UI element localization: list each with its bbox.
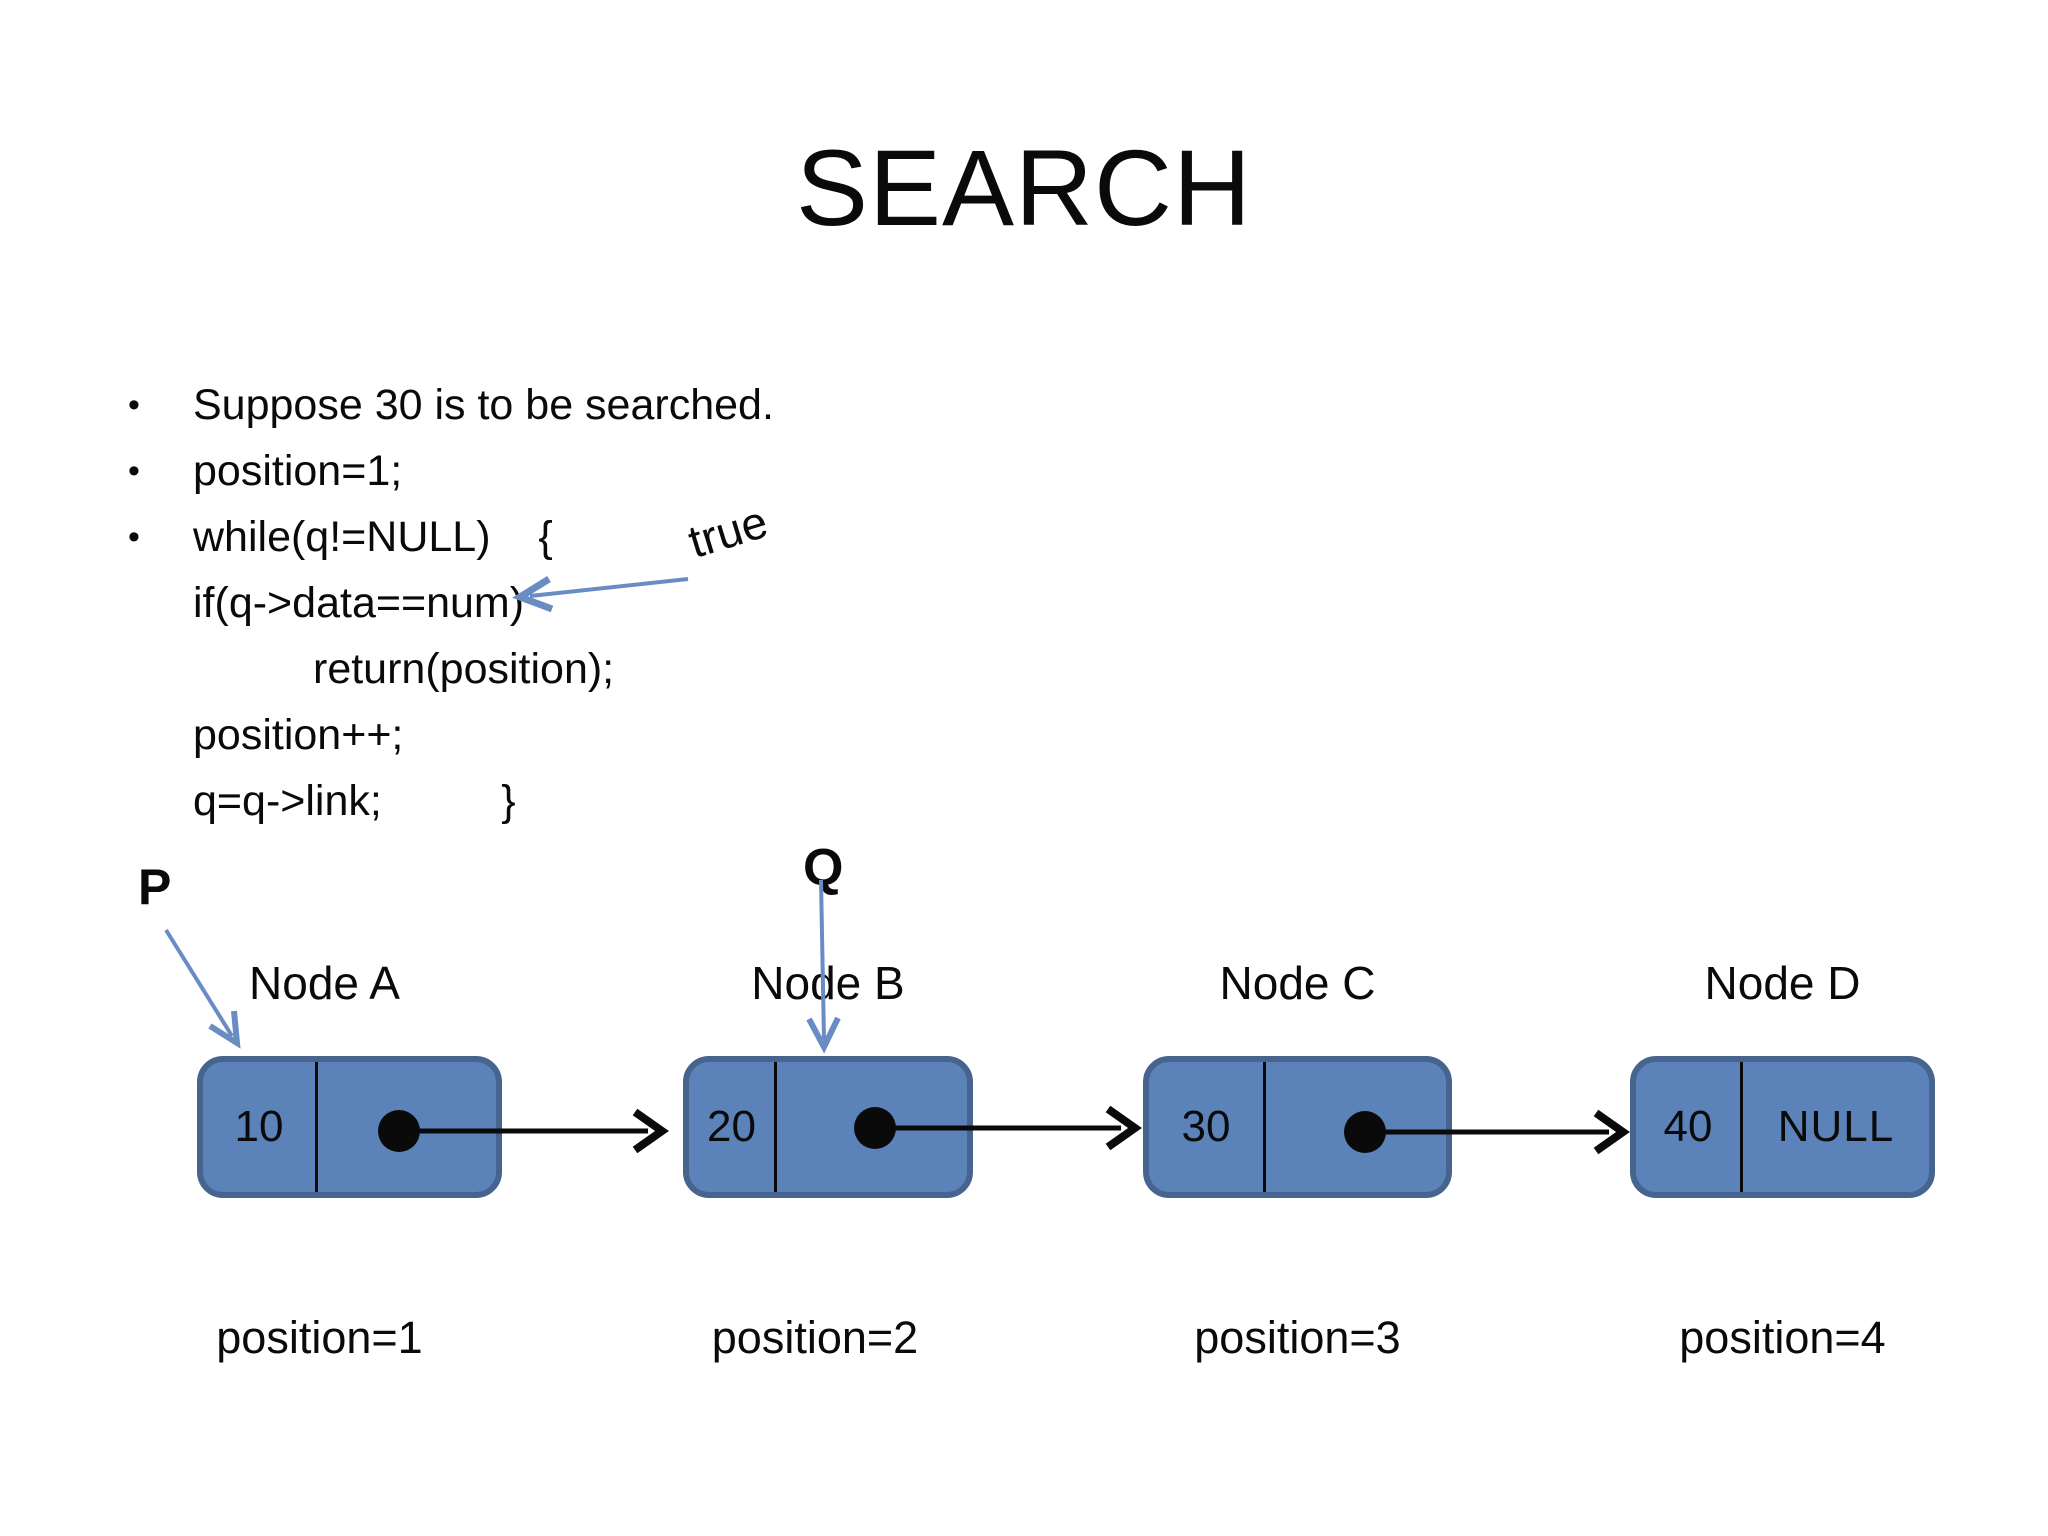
code-line: • Suppose 30 is to be searched. [128,372,774,438]
code-text: q=q->link; } [193,777,516,825]
link-arrowhead-c-d [1593,1109,1630,1155]
code-text: while(q!=NULL) { [193,513,553,561]
node-d-label: Node D [1704,957,1861,1009]
link-pointer-dot [854,1107,896,1149]
code-block: • Suppose 30 is to be searched. • position… [128,372,774,834]
code-line: q=q->link; } [128,768,774,834]
code-text: position=1; [193,447,403,495]
pointer-p-label: P [138,859,172,915]
position-label-3: position=3 [1194,1312,1401,1363]
node-c-label: Node C [1219,957,1376,1009]
code-line: if(q->data==num) [128,570,774,636]
code-text: if(q->data==num) [193,579,525,627]
bullet-marker: • [128,386,140,424]
position-label-4: position=4 [1679,1312,1886,1363]
code-line: return(position); [128,636,774,702]
bullet-marker: • [128,452,140,490]
node-data-value: 30 [1181,1102,1231,1151]
node-b-label: Node B [751,957,905,1009]
code-line: position++; [128,702,774,768]
link-arrowhead-a-b [632,1108,669,1154]
node-divider [315,1062,318,1192]
position-label-2: position=2 [711,1312,919,1363]
page-title: SEARCH [795,127,1253,248]
node-divider [1740,1062,1743,1192]
code-text: position++; [193,711,404,759]
position-label-1: position=1 [216,1312,423,1363]
p-arrowhead [208,1010,241,1049]
code-text: Suppose 30 is to be searched. [193,381,774,429]
code-line: • while(q!=NULL) { [128,504,774,570]
node-data-value: 20 [707,1102,756,1151]
pointer-q-label: Q [803,839,844,897]
node-a: 10 [197,1056,502,1198]
code-text: return(position); [313,645,615,693]
node-data-value: 10 [234,1102,284,1151]
node-c: 30 [1143,1056,1452,1198]
bullet-marker: • [128,518,140,556]
code-line: • position=1; [128,438,774,504]
link-pointer-dot [378,1110,420,1152]
null-label: NULL [1777,1102,1895,1151]
link-arrowhead-b-c [1105,1105,1142,1151]
node-d: 40 NULL [1630,1056,1935,1198]
node-divider [774,1062,777,1192]
node-divider [1263,1062,1266,1192]
link-pointer-dot [1344,1111,1386,1153]
node-b: 20 [683,1056,973,1198]
node-a-label: Node A [249,957,400,1009]
node-data-value: 40 [1663,1102,1713,1151]
q-arrowhead [806,1016,841,1054]
